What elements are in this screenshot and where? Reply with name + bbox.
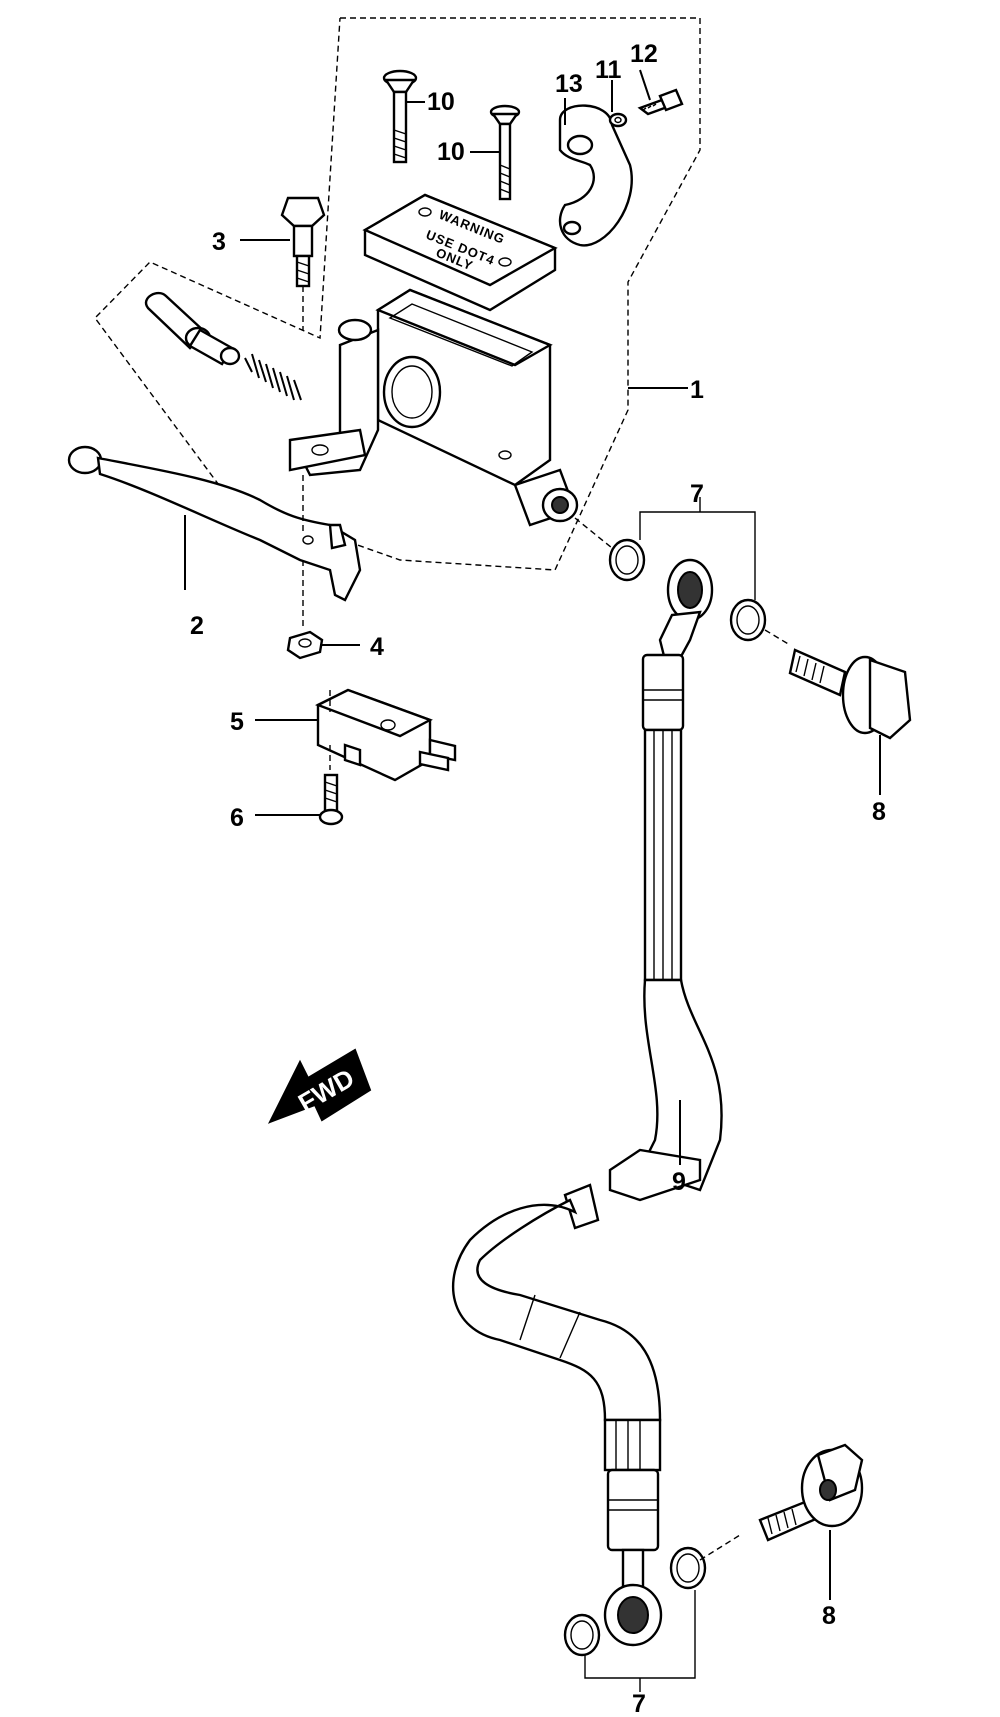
master-cylinder-body [288, 288, 579, 527]
callout-13: 13 [555, 70, 583, 98]
brake-hose-9-lower [451, 1183, 663, 1647]
callout-12: 12 [630, 40, 658, 68]
bracket-7-bottom [584, 1590, 696, 1692]
screw-10-lower [489, 104, 521, 201]
callout-8-top: 8 [872, 798, 886, 826]
nut-4 [286, 630, 324, 660]
washer-7-top-left [608, 538, 646, 582]
callout-10-lower: 10 [437, 138, 465, 166]
bracket-7-top [639, 497, 756, 600]
washer-7-bottom-left [563, 1613, 601, 1657]
callout-2: 2 [190, 612, 204, 640]
callout-3: 3 [212, 228, 226, 256]
brake-switch-5 [315, 688, 457, 782]
washer-7-bottom-right [669, 1546, 707, 1590]
screw-10-upper [382, 69, 418, 164]
callout-7-bottom: 7 [632, 1690, 646, 1717]
flow-line-bottom [699, 1534, 741, 1561]
flow-line-top-1 [574, 517, 613, 549]
washer-11 [608, 112, 628, 128]
flow-line-top-2 [764, 629, 791, 646]
screw-6 [318, 773, 344, 826]
callout-7-top: 7 [690, 480, 704, 508]
piston-spring-assembly [144, 291, 302, 401]
clamp-13 [558, 104, 633, 247]
banjo-bolt-8-top [788, 648, 912, 740]
callout-8-bottom: 8 [822, 1602, 836, 1630]
callout-11: 11 [595, 56, 622, 84]
callout-4: 4 [370, 633, 384, 661]
fwd-direction-arrow: FWD [267, 1048, 372, 1124]
callout-5: 5 [230, 708, 244, 736]
pivot-bolt-3 [280, 196, 326, 330]
banjo-bolt-8-bottom [758, 1443, 864, 1542]
reservoir-cap: WARNING USE DOT4 ONLY [362, 193, 558, 312]
bolt-12 [637, 88, 684, 116]
callout-1: 1 [690, 376, 704, 404]
brake-hose-9-upper [608, 558, 723, 1202]
brake-lever-2 [67, 445, 362, 602]
callout-10-upper: 10 [427, 88, 455, 116]
callout-6: 6 [230, 804, 244, 832]
assembly-boundary-master-cylinder [94, 17, 701, 571]
leader-12 [639, 69, 651, 101]
washer-7-top-right [729, 598, 767, 642]
callout-9: 9 [672, 1168, 686, 1196]
